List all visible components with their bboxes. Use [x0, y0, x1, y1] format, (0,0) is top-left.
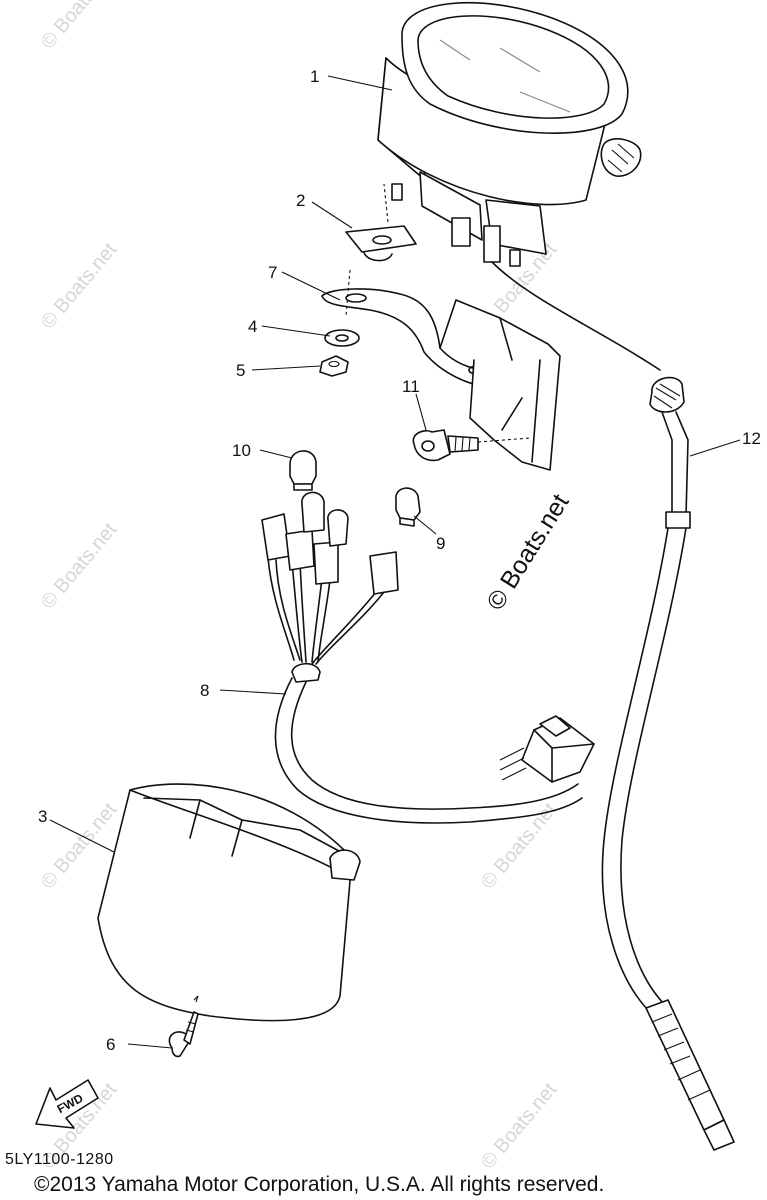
callout-8: 8	[200, 681, 209, 700]
callout-11: 11	[402, 377, 420, 396]
part-10-bulb	[289, 450, 317, 491]
callout-6: 6	[106, 1035, 115, 1054]
part-2-grommet	[345, 225, 417, 262]
part-4-washer	[324, 329, 360, 347]
part-7-stay-bracket	[321, 288, 561, 471]
watermark-text: © Boats.net	[37, 518, 121, 613]
part-1-meter-assembly	[377, 2, 642, 267]
callout-3: 3	[38, 807, 47, 826]
diagram-code: 5LY1100-1280	[5, 1151, 114, 1168]
part-5-nut	[319, 355, 349, 377]
callout-12: 12	[742, 429, 761, 448]
part-8-meter-lead	[261, 491, 595, 824]
callout-numbers: 1 2 3 4 5 6 7 8 9 10 11 12	[38, 67, 761, 1054]
part-11-bolt	[412, 429, 479, 462]
callout-2: 2	[296, 191, 305, 210]
callout-5: 5	[236, 361, 245, 380]
fwd-direction-arrow: FWD	[35, 1079, 99, 1129]
callout-leaders	[49, 75, 741, 1049]
callout-1: 1	[310, 67, 319, 86]
copyright-notice: ©2013 Yamaha Motor Corporation, U.S.A. A…	[34, 1173, 605, 1196]
watermark-text: © Boats.net	[37, 0, 121, 53]
watermark-text: © Boats.net	[477, 1078, 561, 1173]
watermark-text: © Boats.net	[37, 238, 121, 333]
watermark-center: © Boats.net	[481, 489, 574, 615]
part-3-meter-cover	[97, 783, 361, 1022]
part-6-screw	[168, 1011, 199, 1058]
callout-4: 4	[248, 317, 257, 336]
callout-7: 7	[268, 263, 277, 282]
callout-10: 10	[232, 441, 251, 460]
part-9-bulb	[395, 487, 421, 527]
part-12-speedometer-cable	[491, 261, 735, 1151]
callout-9: 9	[436, 534, 445, 553]
